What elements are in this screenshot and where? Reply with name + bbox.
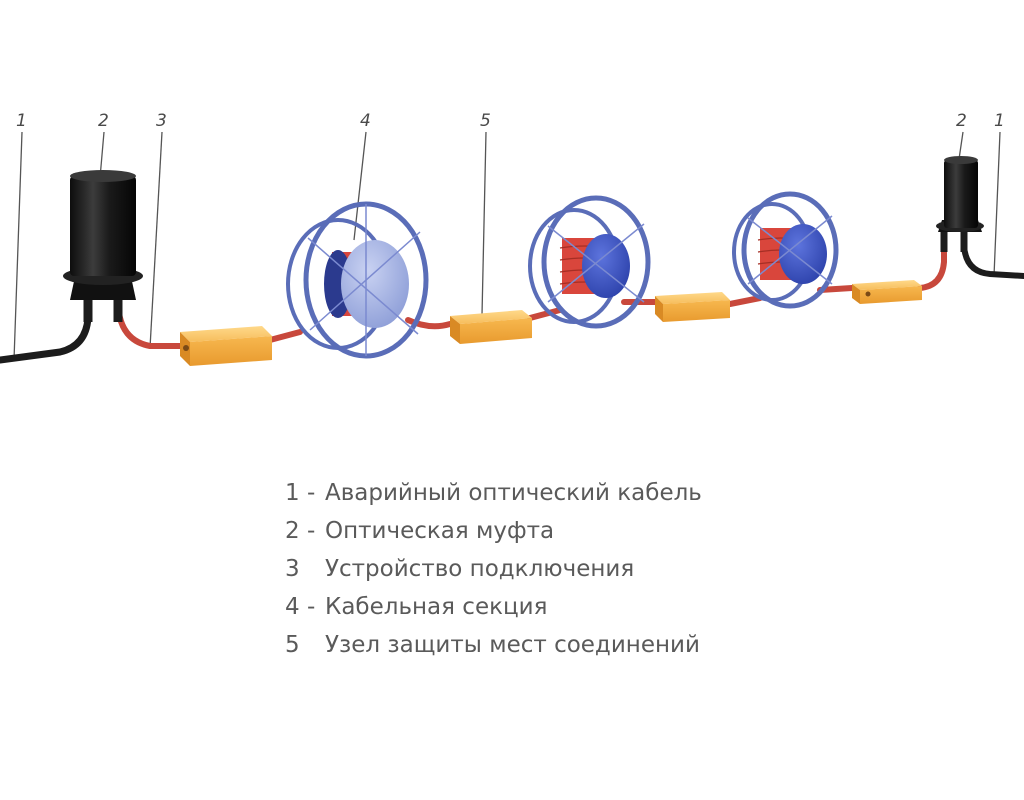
legend-number: 1 - [285, 480, 316, 506]
connection-device [180, 326, 272, 366]
callout-5-left: 5 [480, 111, 491, 131]
legend-text: Аварийный оптический кабель [325, 480, 702, 506]
callout-3-left: 3 [156, 111, 167, 131]
legend-text: Оптическая муфта [325, 518, 555, 544]
emergency-cable-left [0, 296, 92, 364]
legend: 1 - Аварийный оптический кабель 2 - Оптиче… [285, 474, 702, 664]
cable-system-diagram: 1 2 3 4 5 2 1 [0, 111, 1024, 366]
legend-number: 5 [285, 632, 300, 658]
legend-item-5: 5 Узел защиты мест соединений [285, 626, 702, 664]
joint-protection-unit-3 [852, 280, 922, 304]
callout-1-left: 1 [16, 111, 27, 131]
legend-text: Устройство подключения [325, 556, 635, 582]
callout-1-right: 1 [994, 111, 1005, 131]
cable-reel-3 [732, 191, 839, 309]
legend-number: 3 [285, 556, 300, 582]
leader-1-right [993, 131, 1001, 277]
leader-1-left [13, 131, 23, 361]
callout-2-left: 2 [98, 111, 109, 131]
legend-number: 4 - [285, 594, 316, 620]
legend-text: Кабельная секция [325, 594, 548, 620]
legend-item-3: 3 Устройство подключения [285, 550, 702, 588]
cable-reel-1 [286, 201, 429, 359]
joint-protection-unit-2 [655, 292, 730, 322]
optical-sleeve-right [936, 156, 984, 252]
legend-text: Узел защиты мест соединений [325, 632, 700, 658]
optical-sleeve-left [63, 170, 143, 322]
legend-item-4: 4 - Кабельная секция [285, 588, 702, 626]
legend-item-1: 1 - Аварийный оптический кабель [285, 474, 702, 512]
legend-number: 2 - [285, 518, 316, 544]
legend-item-2: 2 - Оптическая муфта [285, 512, 702, 550]
leader-3-left [149, 131, 163, 349]
cable-reel-2 [528, 195, 651, 329]
joint-protection-unit-1 [450, 310, 532, 344]
callout-leaders [13, 131, 1001, 361]
leader-5-left [481, 131, 487, 316]
callout-4-left: 4 [360, 111, 371, 131]
callout-2-right: 2 [956, 111, 967, 131]
